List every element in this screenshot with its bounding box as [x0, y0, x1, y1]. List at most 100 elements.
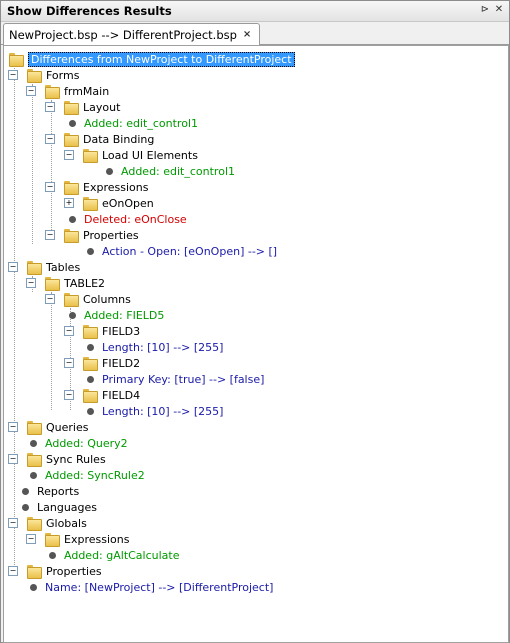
tree-item-field3[interactable]: − FIELD3 [64, 323, 140, 339]
tree-item-label: eOnOpen [102, 196, 154, 210]
collapse-icon[interactable]: − [26, 278, 36, 288]
collapse-icon[interactable]: − [64, 358, 74, 368]
collapse-icon[interactable]: − [8, 70, 18, 80]
tree-item-columns[interactable]: − Columns [45, 291, 131, 307]
tab-differences[interactable]: NewProject.bsp --> DifferentProject.bsp … [3, 23, 261, 45]
tree-item-label: Added: gAltCalculate [64, 548, 180, 562]
tree-item-field3-length[interactable]: Length: [10] --> [255] [83, 339, 223, 355]
tree-item-query2[interactable]: Added: Query2 [26, 435, 128, 451]
tree-item-label: Globals [46, 516, 87, 530]
tree-item-label: Properties [83, 228, 139, 242]
tree-item-reports[interactable]: Reports [8, 483, 79, 499]
tree-item-layout-added[interactable]: Added: edit_control1 [65, 115, 198, 131]
folder-icon [82, 388, 98, 403]
bullet-icon [30, 439, 37, 447]
tree-item-label: Load UI Elements [102, 148, 198, 162]
bullet-icon [69, 311, 76, 319]
tree-item-languages[interactable]: Languages [8, 499, 97, 515]
tree-item-global-properties[interactable]: − Properties [8, 563, 102, 579]
close-tab-icon[interactable]: × [242, 29, 252, 40]
tree-item-label: Added: FIELD5 [84, 308, 165, 322]
collapse-icon[interactable]: − [45, 134, 55, 144]
tree-item-queries[interactable]: − Queries [8, 419, 88, 435]
tree-item-label: Added: edit_control1 [84, 116, 198, 130]
tree-item-label: Properties [46, 564, 102, 578]
folder-icon [44, 532, 60, 547]
tree-item-sync-rules[interactable]: − Sync Rules [8, 451, 106, 467]
tree-item-label: Expressions [64, 532, 130, 546]
collapse-icon[interactable]: − [64, 390, 74, 400]
tree-item-label: Forms [46, 68, 80, 82]
tree-item-label: Sync Rules [46, 452, 106, 466]
bullet-icon [87, 407, 94, 415]
collapse-icon[interactable]: − [8, 518, 18, 528]
tree-item-field5[interactable]: Added: FIELD5 [65, 307, 164, 323]
folder-icon [82, 356, 98, 371]
tree-item-global-expressions[interactable]: − Expressions [26, 531, 129, 547]
tree-item-field2[interactable]: − FIELD2 [64, 355, 140, 371]
collapse-icon[interactable]: − [45, 230, 55, 240]
folder-icon [63, 228, 79, 243]
collapse-icon[interactable]: − [26, 86, 36, 96]
bullet-icon [69, 215, 76, 223]
tree-item-label: Action - Open: [eOnOpen] --> [] [102, 244, 278, 258]
tree-item-deleted[interactable]: Deleted: eOnClose [65, 211, 187, 227]
tab-label: NewProject.bsp --> DifferentProject.bsp [9, 27, 237, 42]
tree-item-eonopen[interactable]: + eOnOpen [64, 195, 154, 211]
tree-item-data-binding[interactable]: − Data Binding [45, 131, 154, 147]
tree-item-label: Primary Key: [true] --> [false] [102, 372, 265, 386]
tree-item-label: Added: edit_control1 [121, 164, 235, 178]
tree-item-label: Added: SyncRule2 [45, 468, 145, 482]
tree-item-layout[interactable]: − Layout [45, 99, 120, 115]
tree-item-field4-length[interactable]: Length: [10] --> [255] [83, 403, 223, 419]
bullet-icon [69, 119, 76, 127]
close-window-icon[interactable]: ✕ [494, 4, 504, 15]
tree-item-field4[interactable]: − FIELD4 [64, 387, 140, 403]
tree-item-tables[interactable]: − Tables [8, 259, 80, 275]
collapse-icon[interactable]: − [64, 150, 74, 160]
folder-icon [82, 196, 98, 211]
folder-icon [82, 148, 98, 163]
differences-tree[interactable]: Differences from NewProject to Different… [3, 45, 509, 643]
tree-item-galtcalculate[interactable]: Added: gAltCalculate [45, 547, 180, 563]
bullet-icon [22, 487, 29, 495]
collapse-icon[interactable]: − [8, 262, 18, 272]
collapse-icon[interactable]: − [8, 566, 18, 576]
tree-item-properties[interactable]: − Properties [45, 227, 139, 243]
collapse-icon[interactable]: − [64, 326, 74, 336]
collapse-icon[interactable]: − [8, 454, 18, 464]
tree-root[interactable]: Differences from NewProject to Different… [8, 51, 295, 67]
window-titlebar: Show Differences Results ⊳ ✕ [1, 1, 509, 22]
folder-icon [26, 260, 42, 275]
tree-item-expressions[interactable]: − Expressions [45, 179, 148, 195]
collapse-icon[interactable]: − [26, 534, 36, 544]
collapse-icon[interactable]: − [45, 182, 55, 192]
tab-strip: NewProject.bsp --> DifferentProject.bsp … [1, 22, 509, 45]
folder-icon [63, 100, 79, 115]
folder-icon [63, 132, 79, 147]
collapse-icon[interactable]: − [45, 102, 55, 112]
tree-item-label: Length: [10] --> [255] [102, 340, 224, 354]
collapse-icon[interactable]: − [8, 422, 18, 432]
tree-item-load-ui[interactable]: − Load UI Elements [64, 147, 198, 163]
tree-root-label: Differences from NewProject to Different… [28, 51, 295, 67]
bullet-icon [87, 375, 94, 383]
pin-icon[interactable]: ⊳ [480, 4, 490, 15]
tree-item-frmmain[interactable]: − frmMain [26, 83, 109, 99]
tree-item-label: Languages [37, 500, 98, 514]
tree-item-action[interactable]: Action - Open: [eOnOpen] --> [] [83, 243, 277, 259]
tree-item-label: frmMain [64, 84, 110, 98]
tree-item-name-change[interactable]: Name: [NewProject] --> [DifferentProject… [26, 579, 273, 595]
tree-item-forms[interactable]: − Forms [8, 67, 79, 83]
tree-item-label: Tables [46, 260, 81, 274]
tree-item-field2-pk[interactable]: Primary Key: [true] --> [false] [83, 371, 264, 387]
expand-icon[interactable]: + [64, 198, 74, 208]
tree-item-label: Length: [10] --> [255] [102, 404, 224, 418]
tree-item-syncrule2[interactable]: Added: SyncRule2 [26, 467, 145, 483]
tree-item-globals[interactable]: − Globals [8, 515, 87, 531]
tree-item-table2[interactable]: − TABLE2 [26, 275, 105, 291]
collapse-icon[interactable]: − [45, 294, 55, 304]
folder-icon [63, 292, 79, 307]
tree-item-load-ui-added[interactable]: Added: edit_control1 [102, 163, 235, 179]
bullet-icon [106, 167, 113, 175]
